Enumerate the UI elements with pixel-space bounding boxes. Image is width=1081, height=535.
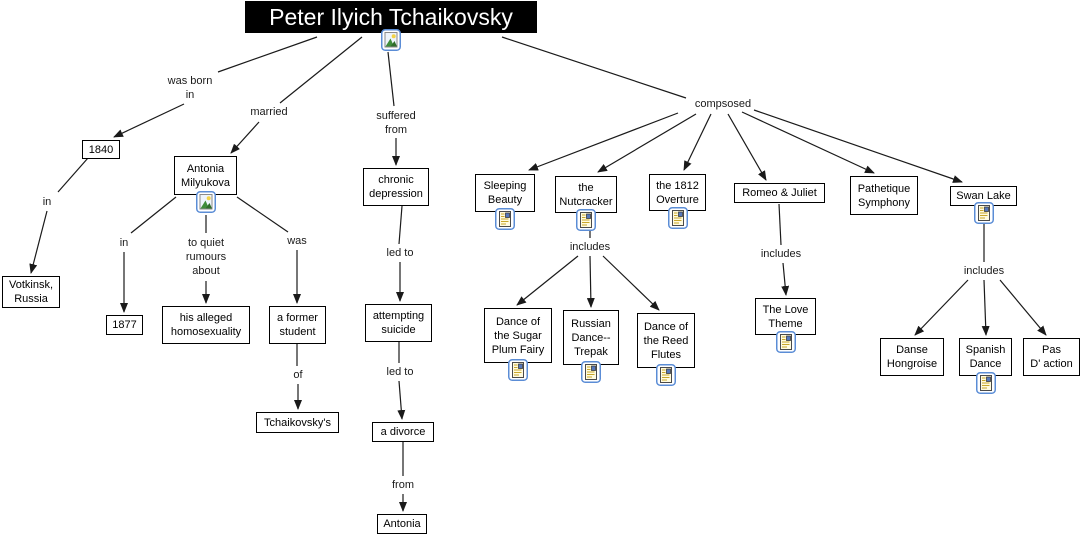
node-a-former-student[interactable]: a former student	[269, 306, 326, 344]
relation-line	[778, 203, 782, 246]
node-sugar-plum-fairy[interactable]: Dance of the Sugar Plum Fairy	[484, 308, 552, 363]
node-antonia[interactable]: Antonia	[377, 514, 427, 534]
node-votkinsk-russia[interactable]: Votkinsk, Russia	[2, 276, 60, 308]
relation-arrow	[602, 255, 660, 311]
relation-arrow	[528, 112, 679, 171]
node-pas-d-action[interactable]: Pas D' action	[1023, 338, 1080, 376]
node-russian-dance-trepak[interactable]: Russian Dance-- Trepak	[563, 310, 619, 365]
relation-arrow	[29, 210, 48, 274]
node-antonia-milyukova[interactable]: Antonia Milyukova	[174, 156, 237, 195]
relation-arrow	[741, 111, 875, 174]
label-led-to-1[interactable]: led to	[386, 247, 414, 259]
node-danse-hongroise[interactable]: Danse Hongroise	[880, 338, 944, 376]
document-icon[interactable]	[667, 207, 688, 229]
label-married[interactable]: married	[250, 106, 288, 118]
label-to-quiet-rumours[interactable]: to quiet rumours about	[185, 236, 227, 277]
relation-line	[501, 36, 687, 99]
relation-line	[57, 157, 89, 193]
relation-arrow	[727, 113, 767, 181]
relation-arrow	[397, 380, 406, 420]
relation-arrow	[597, 113, 697, 173]
label-includes-romeo[interactable]: includes	[760, 248, 802, 260]
document-icon[interactable]	[656, 364, 676, 386]
relation-line	[279, 36, 363, 104]
label-compsosed[interactable]: compsosed	[694, 98, 752, 110]
document-icon[interactable]	[495, 208, 515, 230]
node-a-divorce[interactable]: a divorce	[372, 422, 434, 442]
document-icon[interactable]	[581, 361, 601, 383]
label-in-1[interactable]: in	[42, 196, 52, 208]
relation-arrow	[753, 109, 963, 183]
node-swan-lake[interactable]: Swan Lake	[950, 186, 1017, 206]
node-romeo-and-juliet[interactable]: Romeo & Juliet	[734, 183, 825, 203]
document-icon[interactable]	[508, 359, 528, 381]
relation-arrow	[683, 113, 712, 171]
relation-arrow	[113, 103, 185, 138]
node-spanish-dance[interactable]: Spanish Dance	[959, 338, 1012, 376]
relation-arrow	[914, 279, 969, 336]
label-suffered-from[interactable]: suffered from	[376, 109, 416, 136]
picture-icon[interactable]	[195, 191, 216, 213]
relation-line	[217, 36, 318, 73]
relation-arrow	[999, 279, 1047, 336]
relation-arrow	[516, 255, 579, 306]
node-chronic-depression[interactable]: chronic depression	[363, 168, 429, 206]
node-sleeping-beauty[interactable]: Sleeping Beauty	[475, 174, 535, 212]
node-1812-overture[interactable]: the 1812 Overture	[649, 174, 706, 211]
document-icon[interactable]	[975, 372, 996, 394]
node-alleged-homosexuality[interactable]: his alleged homosexuality	[162, 306, 250, 344]
relation-arrow	[981, 279, 990, 336]
relation-arrow	[586, 255, 595, 308]
node-attempting-suicide[interactable]: attempting suicide	[365, 304, 432, 342]
relation-line	[398, 205, 403, 245]
label-was-born-in[interactable]: was born in	[167, 75, 213, 101]
picture-icon[interactable]	[381, 29, 401, 51]
label-was[interactable]: was	[287, 235, 307, 247]
relation-line	[130, 196, 177, 234]
node-pathetique-symphony[interactable]: Pathetique Symphony	[850, 176, 918, 215]
relation-arrow	[230, 121, 260, 154]
document-icon[interactable]	[973, 202, 994, 224]
label-of[interactable]: of	[293, 369, 303, 381]
node-1877[interactable]: 1877	[106, 315, 143, 335]
node-tchaikovskys[interactable]: Tchaikovsky's	[256, 412, 339, 433]
label-includes-swan[interactable]: includes	[963, 265, 1005, 277]
label-from[interactable]: from	[392, 479, 414, 491]
label-in-2[interactable]: in	[119, 237, 129, 249]
relation-line	[387, 51, 395, 107]
label-led-to-2[interactable]: led to	[386, 366, 414, 378]
relation-arrow	[781, 262, 790, 296]
relation-line	[236, 196, 289, 233]
node-reed-flutes[interactable]: Dance of the Reed Flutes	[637, 313, 695, 368]
node-the-nutcracker[interactable]: the Nutcracker	[555, 176, 617, 213]
label-includes-nutcracker[interactable]: includes	[569, 241, 611, 253]
document-icon[interactable]	[576, 209, 596, 231]
document-icon[interactable]	[775, 331, 796, 353]
node-love-theme[interactable]: The Love Theme	[755, 298, 816, 335]
node-1840[interactable]: 1840	[82, 140, 120, 159]
node-title-tchaikovsky[interactable]: Peter Ilyich Tchaikovsky	[245, 1, 537, 33]
